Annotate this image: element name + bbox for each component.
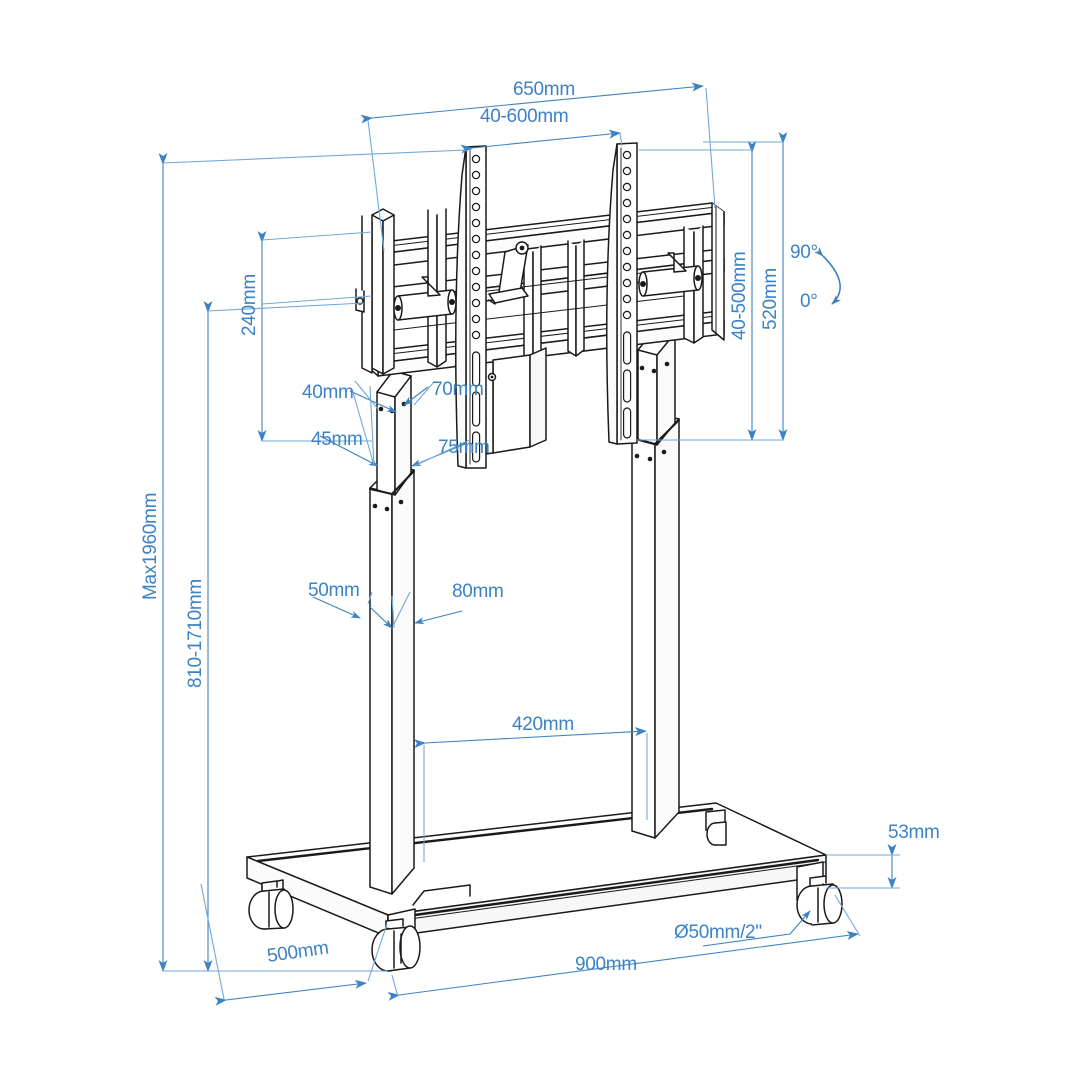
dim-50-leader <box>312 591 395 629</box>
vesa-slots-left <box>472 351 481 463</box>
caster-rear-left <box>706 821 727 846</box>
dim-420 <box>413 727 648 862</box>
vesa-slots-right <box>622 331 632 439</box>
label-caster-dia: Ø50mm/2" <box>674 922 762 943</box>
dim-profile-leaders <box>319 380 471 467</box>
vesa-rail-left <box>455 145 487 469</box>
dim-650 <box>360 82 716 252</box>
label-90deg: 90° <box>790 242 818 263</box>
vesa-holes-left <box>471 154 481 340</box>
left-column <box>369 370 415 895</box>
dim-80-leader <box>393 591 463 625</box>
right-column <box>631 327 680 839</box>
dim-40-600 <box>460 129 623 154</box>
dim-900 <box>387 894 861 1001</box>
dim-caster-leader <box>702 910 811 947</box>
label-50mm: 50mm <box>308 580 360 601</box>
label-40-500: 40-500mm <box>729 252 750 340</box>
label-53mm: 53mm <box>888 822 940 843</box>
label-520: 520mm <box>760 268 781 330</box>
label-40-600: 40-600mm <box>480 106 568 127</box>
label-810-1710: 810-1710mm <box>185 579 206 688</box>
dim-520 <box>637 132 788 441</box>
vesa-holes-right <box>622 150 632 320</box>
base-extension-lines <box>163 970 388 972</box>
label-900mm: 900mm <box>575 954 637 975</box>
dimension-labels: 650mm 40-600mm 240mm Max1960mm 810-1710m… <box>140 79 940 975</box>
label-420mm: 420mm <box>512 714 574 735</box>
label-40mm: 40mm <box>302 382 354 403</box>
label-240: 240mm <box>239 274 260 336</box>
dim-240 <box>257 231 373 442</box>
label-0deg: 0° <box>800 291 818 312</box>
product-outline <box>246 142 843 972</box>
label-45mm: 45mm <box>311 429 363 450</box>
label-max1960: Max1960mm <box>140 493 161 600</box>
label-80mm: 80mm <box>452 581 504 602</box>
label-70mm: 70mm <box>432 379 484 400</box>
dimension-lines <box>158 82 900 1006</box>
label-650: 650mm <box>513 79 575 100</box>
label-75mm: 75mm <box>438 437 490 458</box>
vesa-rail-right <box>606 142 638 445</box>
tilt-indicator <box>814 247 841 305</box>
caster-front-left <box>248 880 294 930</box>
dim-53 <box>826 844 900 889</box>
